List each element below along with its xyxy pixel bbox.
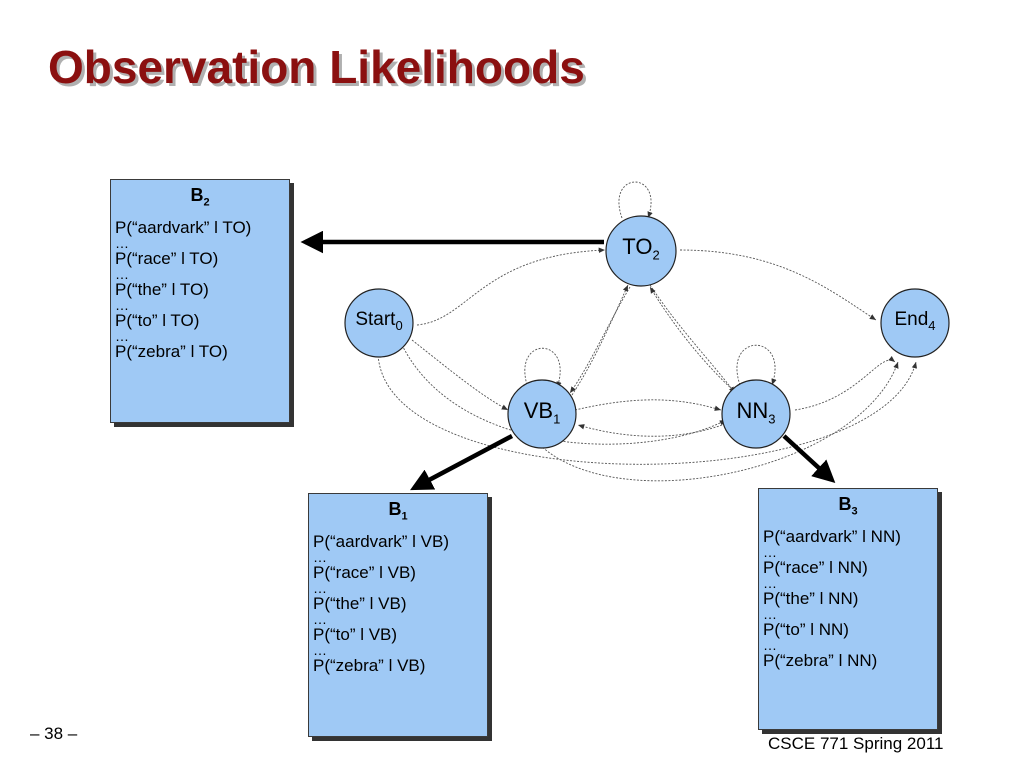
box-b1-dots: … — [313, 549, 327, 565]
emission-arrows — [300, 230, 836, 491]
box-b2-title: B2 — [190, 185, 210, 209]
box-b2-dots: … — [115, 328, 129, 344]
edge-nn-self — [736, 344, 777, 386]
box-b1-dots: … — [313, 642, 327, 658]
edge-nn-to — [649, 286, 736, 393]
box-b1-line: P(“to” l VB) — [313, 625, 398, 644]
edge-start-end — [377, 351, 917, 465]
box-b3-dots: … — [763, 606, 777, 622]
box-b1-line: P(“zebra” l VB) — [313, 656, 426, 675]
node-start-circle — [344, 288, 414, 358]
box-b1-line: P(“aardvark” l VB) — [313, 532, 450, 551]
box-b3-line: P(“zebra” l NN) — [763, 651, 878, 670]
emission-box-b1: B1 P(“aardvark” l VB) … P(“race” l VB) …… — [308, 493, 488, 737]
node-nn-label: NN3 — [736, 398, 776, 427]
page-number: – 38 – — [30, 724, 78, 743]
emission-box-b3: B3 P(“aardvark” l NN) … P(“race” l NN) …… — [758, 488, 938, 730]
box-b2-dots: … — [115, 297, 129, 313]
box-b1-title: B1 — [388, 499, 408, 523]
box-b3-title: B3 — [838, 494, 858, 518]
emission-arrow-vb — [410, 434, 514, 491]
slide-title: Observation Likelihoods — [48, 41, 585, 93]
box-b2-line: P(“to” l TO) — [115, 311, 200, 330]
box-b1-dots: … — [313, 611, 327, 627]
box-b2-line: P(“race” l TO) — [115, 249, 219, 268]
box-b1-line: P(“the” l VB) — [313, 594, 407, 613]
node-to-circle — [605, 215, 677, 287]
edge-nn-vb — [577, 424, 723, 437]
box-b3-line: P(“the” l NN) — [763, 589, 859, 608]
box-b1-dots: … — [313, 580, 327, 596]
transition-edges — [377, 181, 917, 482]
box-b3-line: P(“to” l NN) — [763, 620, 849, 639]
box-b2-line: P(“aardvark” l TO) — [115, 218, 252, 237]
node-start-label: Start0 — [355, 309, 403, 333]
box-b3-dots: … — [763, 637, 777, 653]
edge-vb-nn — [574, 399, 722, 411]
emission-box-b2: B2 P(“aardvark” l TO) … P(“race” l TO) …… — [110, 179, 290, 423]
edge-to-vb — [569, 286, 631, 394]
box-b3-dots: … — [763, 544, 777, 560]
node-to-label: TO2 — [622, 234, 660, 263]
node-end-label: End4 — [894, 309, 936, 333]
node-nn-circle — [721, 379, 791, 449]
edge-vb-to — [571, 284, 629, 396]
box-b3-dots: … — [763, 575, 777, 591]
node-vb-circle — [507, 379, 577, 449]
box-b2-line: P(“zebra” l TO) — [115, 342, 228, 361]
node-end-circle — [880, 288, 950, 358]
edge-vb-end — [539, 361, 899, 482]
box-b3-line: P(“aardvark” l NN) — [763, 527, 901, 546]
edge-start-to — [416, 247, 606, 326]
edge-to-end — [679, 249, 877, 321]
state-nodes — [344, 215, 950, 449]
edge-to-self — [618, 181, 653, 219]
edge-vb-self — [524, 347, 562, 389]
box-b2-dots: … — [115, 266, 129, 282]
box-b1-line: P(“race” l VB) — [313, 563, 416, 582]
edge-to-nn — [649, 284, 736, 394]
box-b2-line: P(“the” l TO) — [115, 280, 209, 299]
course-footer: CSCE 771 Spring 2011 — [768, 734, 944, 753]
node-vb-label: VB1 — [523, 398, 561, 427]
edge-nn-end — [794, 355, 896, 411]
box-b2-dots: … — [115, 235, 129, 251]
edge-start-vb — [411, 339, 509, 411]
box-b3-line: P(“race” l NN) — [763, 558, 868, 577]
emission-arrow-nn — [782, 434, 836, 484]
